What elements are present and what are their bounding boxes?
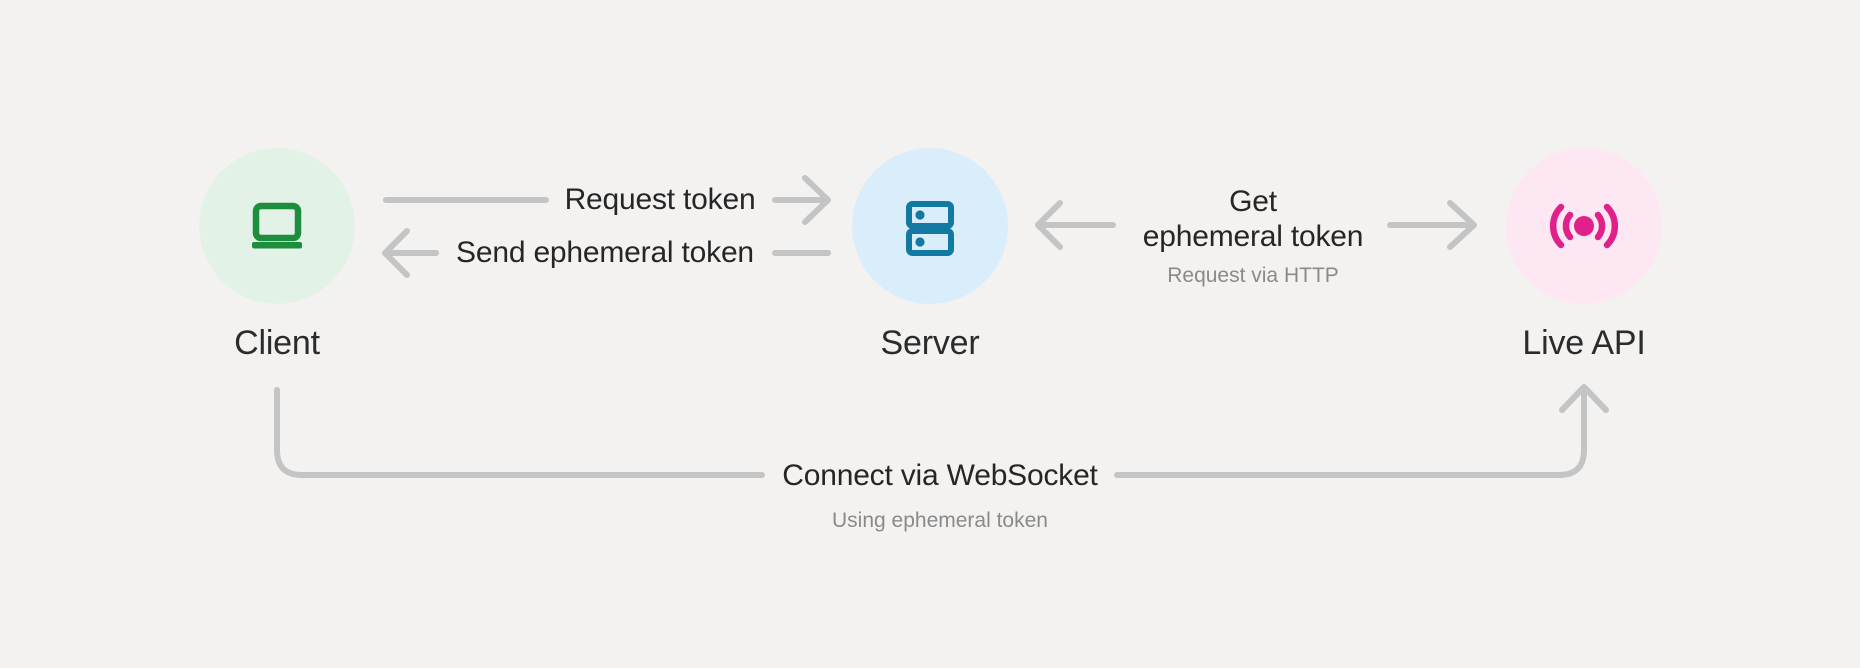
edge-get-ephemeral-token-right-arrow bbox=[1387, 200, 1477, 250]
edge-request-token-connector bbox=[383, 175, 831, 225]
node-live-api-label: Live API bbox=[1522, 324, 1646, 362]
edge-label-request-token: Request token bbox=[530, 183, 790, 218]
edge-send-ephemeral-token-connector bbox=[382, 228, 831, 278]
edge-label-get-ephemeral-token-line1: Get bbox=[1229, 185, 1277, 218]
node-client[interactable]: Client bbox=[199, 148, 355, 360]
node-live-api[interactable]: Live API bbox=[1506, 148, 1662, 360]
node-client-circle bbox=[199, 148, 355, 304]
broadcast-signal-icon bbox=[1549, 203, 1619, 249]
edge-label-send-ephemeral-token: Send ephemeral token bbox=[420, 236, 790, 271]
edge-label-connect-websocket-text: Connect via WebSocket bbox=[782, 459, 1098, 492]
edge-label-send-ephemeral-token-text: Send ephemeral token bbox=[456, 236, 754, 269]
laptop-icon bbox=[252, 202, 302, 249]
edge-sublabel-get-ephemeral-token: Request via HTTP bbox=[1167, 263, 1339, 287]
edge-connect-websocket-connector bbox=[274, 384, 1609, 478]
node-client-label: Client bbox=[234, 324, 320, 362]
node-live-api-circle bbox=[1506, 148, 1662, 304]
node-server-label: Server bbox=[880, 324, 980, 362]
edge-label-get-ephemeral-token: Get ephemeral token Request via HTTP bbox=[1053, 185, 1453, 288]
node-server-circle bbox=[852, 148, 1008, 304]
edge-label-get-ephemeral-token-line2: ephemeral token bbox=[1142, 219, 1364, 253]
node-server[interactable]: Server bbox=[852, 148, 1008, 360]
edge-get-ephemeral-token-left-arrow bbox=[1035, 200, 1116, 250]
edge-label-request-token-text: Request token bbox=[564, 183, 756, 216]
server-icon bbox=[906, 201, 954, 256]
edge-sublabel-connect-websocket: Using ephemeral token bbox=[832, 508, 1048, 532]
edge-label-connect-websocket: Connect via WebSocket Using ephemeral to… bbox=[640, 459, 1240, 533]
